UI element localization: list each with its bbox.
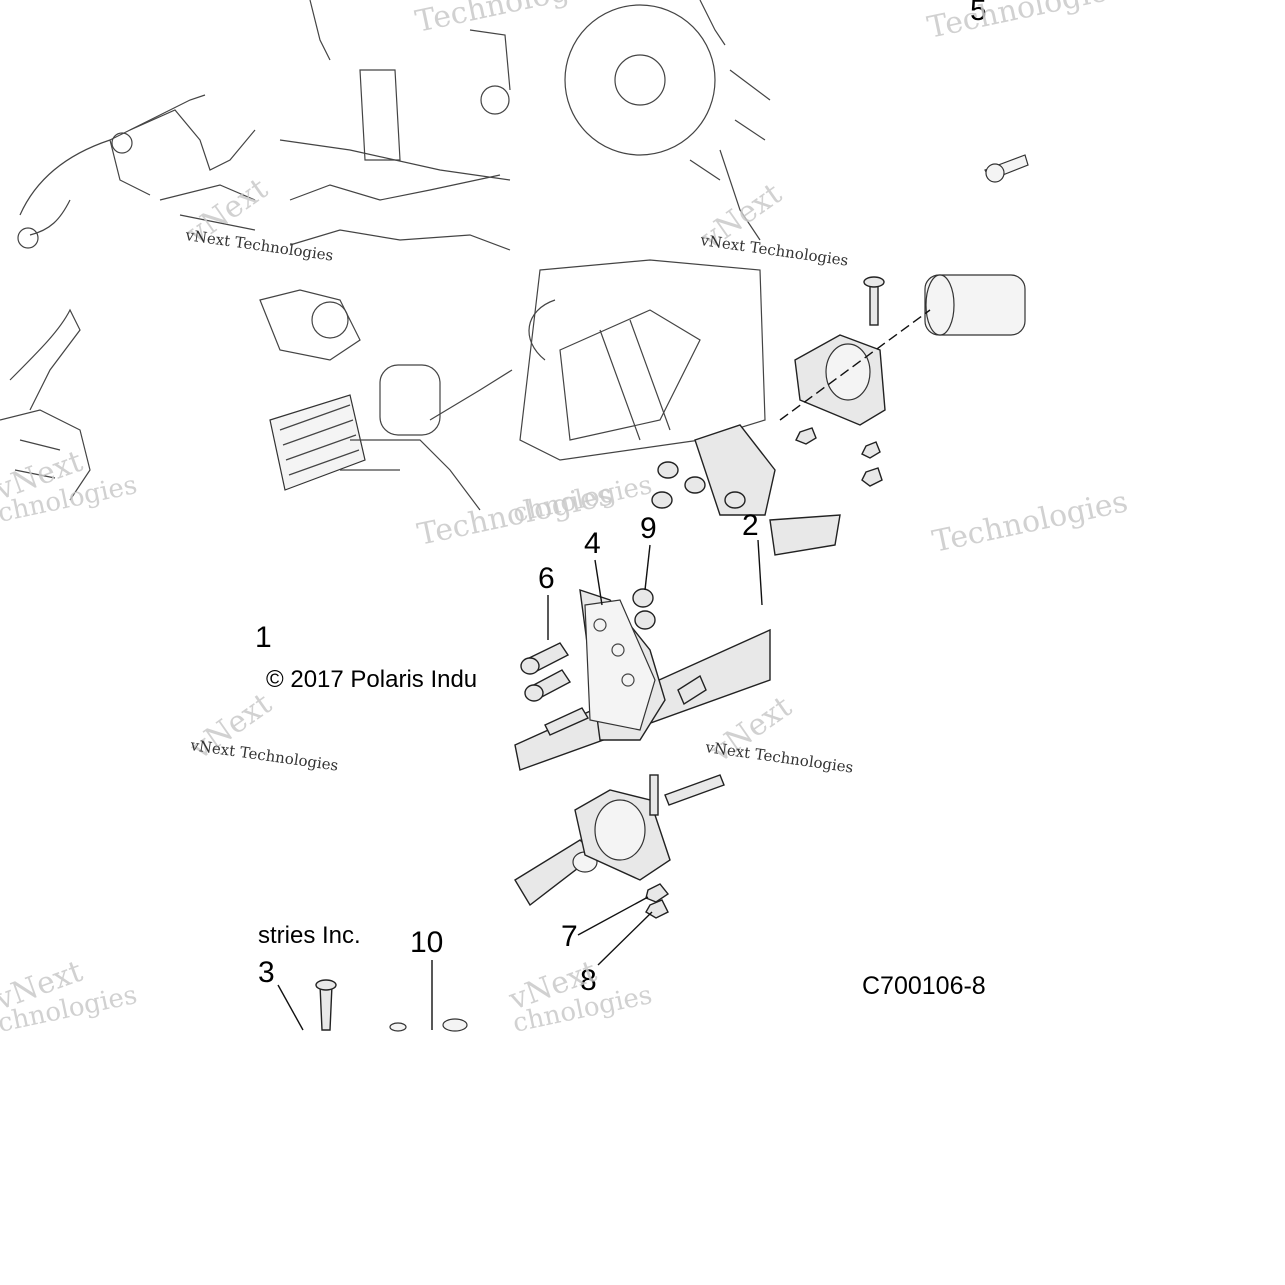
watermark-technologies-2: Technologies [924, 0, 1125, 46]
mount-assembly-lower [277, 774, 725, 1032]
mount-plate-upper [651, 424, 776, 516]
watermark-technologies-4: Technologies [929, 484, 1130, 560]
engine-sketch-top-left [17, 94, 256, 249]
watermark-vnext-technologies-2: vNext Technologies [698, 231, 849, 270]
callout-5: 5 [970, 0, 987, 27]
callout-leaders-row3 [547, 539, 763, 640]
callout-6: 6 [538, 562, 555, 595]
engine-sketch-top-right [564, 0, 1029, 241]
watermark-chnologies-2: chnologies [510, 470, 655, 529]
callout-1: 1 [255, 621, 272, 654]
engine-sketch-top-center [279, 0, 511, 251]
watermark-vnext-technologies-4: vNext Technologies [703, 738, 854, 777]
copyright-line-1: © 2017 Polaris Indu [266, 666, 477, 693]
callout-8: 8 [580, 964, 597, 997]
oil-cooler-sketch [259, 289, 513, 511]
engine-sketch-mid-left [0, 308, 91, 501]
watermark-vnext-technologies-3: vNext Technologies [188, 736, 339, 775]
watermark-layer: Technologies Technologies Technologies T… [0, 0, 1131, 1039]
watermark-technologies-1: Technologies [412, 0, 613, 40]
reference-code: C700106-8 [862, 972, 986, 1000]
starter-motor-sketch [651, 274, 1026, 516]
callout-10: 10 [410, 926, 443, 959]
mount-assembly-main [514, 514, 841, 771]
copyright-line-2: stries Inc. [258, 922, 361, 949]
watermark-vnext-technologies-1: vNext Technologies [183, 226, 334, 265]
callout-3: 3 [258, 956, 275, 989]
callout-4: 4 [584, 527, 601, 560]
callout-9: 9 [640, 512, 657, 545]
callout-7: 7 [561, 920, 578, 953]
callout-2: 2 [742, 509, 759, 542]
